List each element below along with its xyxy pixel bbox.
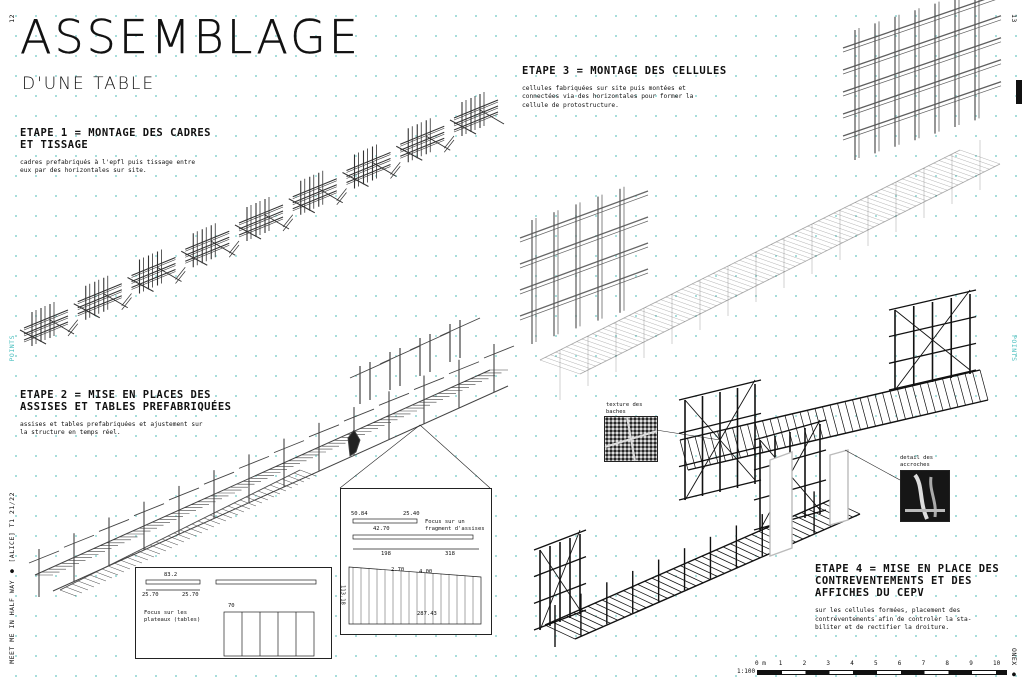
detail-box-assises: 50.84 25.40 42.70 198 318 2.70 4.00 287.… (340, 488, 492, 635)
stage-2: ETAPE 2 = MISE EN PLACES DES ASSISES ET … (20, 389, 260, 438)
scale-tick-label: 6 (897, 660, 902, 667)
dim-label: 25.70 (182, 592, 199, 598)
scale-tick-label: 4 (850, 660, 854, 667)
dim-label: 25.40 (403, 511, 420, 517)
scale-tick-label: 0 m (755, 660, 766, 667)
scale-tick-label: 2 (802, 660, 807, 667)
stage-2-text: assises et tables prefabriquées et ajust… (20, 421, 203, 437)
scale-tick-label: 1 (778, 660, 783, 667)
focus-assises-label: Focus sur un fragment d'assises (425, 519, 485, 532)
dim-label: 70 (228, 603, 235, 609)
stage-2-heading: ETAPE 2 = MISE EN PLACES DES ASSISES ET … (20, 389, 232, 414)
dim-label: 25.70 (142, 592, 159, 598)
dim-label: 113.18 (339, 585, 346, 605)
focus-plateaux-label: Focus sur les plateaux (tables) (144, 610, 201, 623)
texture-baches-image (604, 416, 658, 462)
stage-1-heading: ETAPE 1 = MONTAGE DES CADRES ET TISSAGE (20, 127, 212, 152)
scale-bar: 0 m 1 2 3 4 5 6 7 8 9 10 1:100 (737, 660, 1007, 680)
footer-right: ONEX ● (1010, 648, 1018, 679)
stage-1: ETAPE 1 = MONTAGE DES CADRES ET TISSAGE … (20, 127, 250, 176)
dim-label: 2.70 (391, 567, 405, 573)
scale-tick-label: 5 (874, 660, 878, 667)
page-title: ASSEMBLAGE (20, 10, 361, 64)
dim-label: 198 (381, 551, 391, 557)
stage-4-heading: ETAPE 4 = MISE EN PLACE DES CONTREVENTEM… (815, 563, 1000, 600)
stage-4-text: sur les cellules formées, placement des … (815, 607, 972, 631)
side-label-right: POINTS (1010, 335, 1018, 362)
page-number-right: 13 (1010, 14, 1018, 23)
detail-accroches-image (900, 470, 950, 522)
scale-tick-label: 8 (945, 660, 950, 667)
texture-baches-label: texture des baches (606, 402, 643, 415)
scale-tick-label: 7 (921, 660, 926, 667)
stage-3: ETAPE 3 = MONTAGE DES CELLULES cellules … (522, 65, 762, 110)
detail-box-plateaux: 83.2 25.70 25.70 70 Focus sur les platea… (135, 567, 332, 659)
page-marker (1016, 80, 1022, 104)
scale-tick-label: 3 (826, 660, 831, 667)
dim-label: 4.00 (419, 569, 433, 575)
page-subtitle: D'UNE TABLE (22, 74, 156, 94)
scale-tick-label: 10 (993, 660, 1001, 667)
dim-label: 318 (445, 551, 455, 557)
scale-tick-label: 9 (969, 660, 973, 667)
scale-bar-strip (757, 670, 1007, 675)
scale-label: 1:100 (737, 668, 756, 675)
dim-label: 50.84 (351, 511, 368, 517)
detail-accroches-label: detail des accroches (900, 455, 934, 468)
dim-label: 83.2 (164, 572, 178, 578)
dim-label: 287.43 (417, 611, 437, 617)
stage-1-text: cadres prefabriqués à l'epfl puis tissag… (20, 159, 196, 175)
stage-4: ETAPE 4 = MISE EN PLACE DES CONTREVENTEM… (815, 563, 1015, 632)
stage-3-heading: ETAPE 3 = MONTAGE DES CELLULES (522, 65, 727, 77)
stage-3-text: cellules fabriquées sur site puis montée… (522, 85, 694, 109)
dim-label: 42.70 (373, 526, 390, 532)
